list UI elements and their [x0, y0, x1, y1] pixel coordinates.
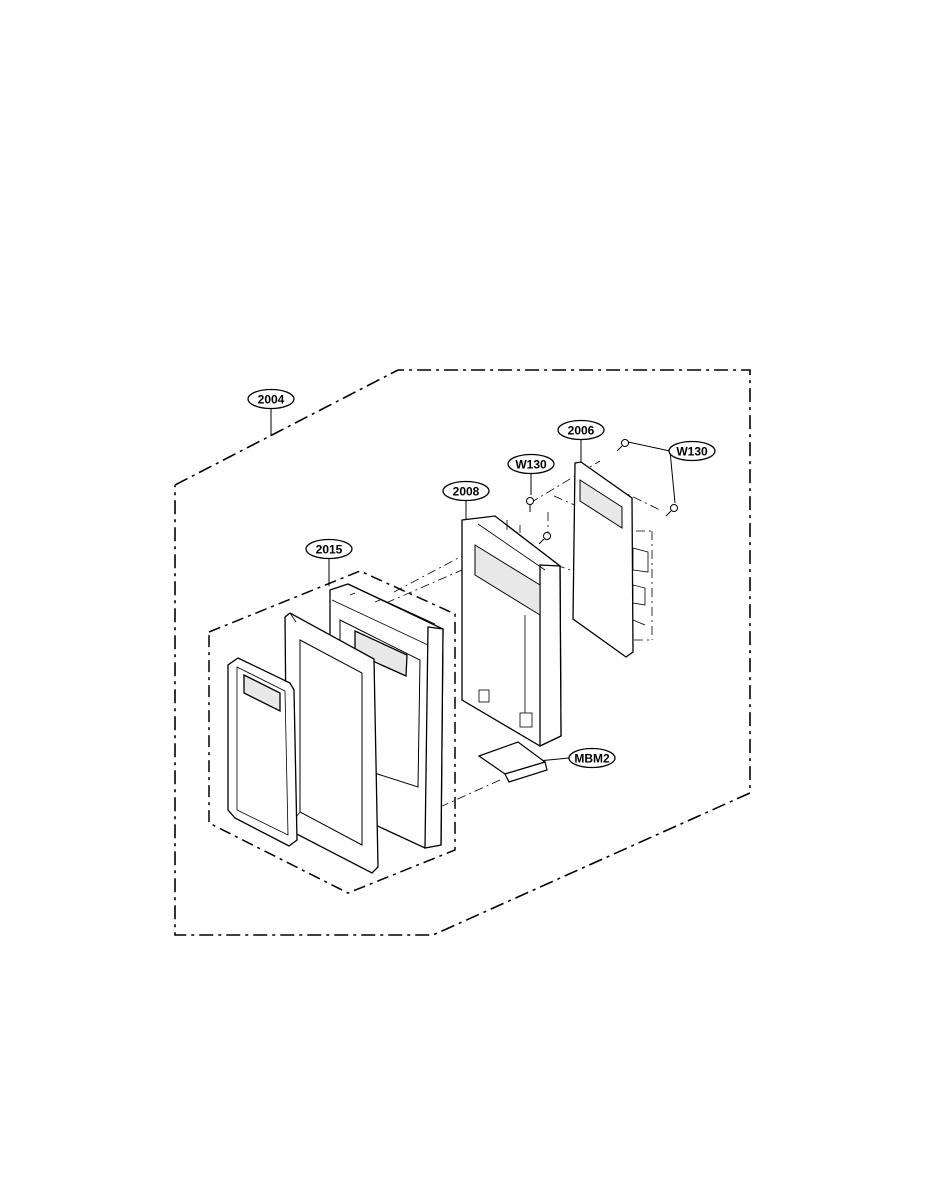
callout-label: W130 [515, 458, 547, 472]
callout-label: 2004 [258, 393, 285, 407]
bracket-part [477, 741, 548, 783]
screw-icon [538, 532, 551, 545]
front-film-panel [227, 657, 298, 847]
callout-bracket: MBM2 [568, 747, 616, 769]
callout-label: 2015 [316, 543, 343, 557]
callout-label: W130 [676, 445, 708, 459]
callout-screws-top: W130 [507, 453, 555, 475]
callout-assembly: 2004 [247, 388, 295, 410]
screw-icon [665, 504, 678, 517]
callout-pcb-assembly: 2006 [557, 419, 605, 441]
assembly-boundary-2004 [174, 369, 751, 936]
callout-screws-right: W130 [668, 440, 716, 462]
callout-door-frame: 2015 [305, 538, 353, 560]
door-group-boundary-2015 [208, 570, 456, 894]
callout-label: 2006 [568, 424, 595, 438]
pcb-assembly [572, 461, 649, 658]
front-trim-frame [284, 612, 379, 874]
screw-icon [616, 439, 629, 452]
screw-icons [526, 439, 678, 545]
callout-label: 2008 [453, 485, 480, 499]
control-panel-frame [461, 515, 562, 748]
callout-control-panel-frame: 2008 [442, 480, 490, 502]
callout-label: MBM2 [574, 752, 610, 766]
screw-icon [526, 497, 534, 512]
